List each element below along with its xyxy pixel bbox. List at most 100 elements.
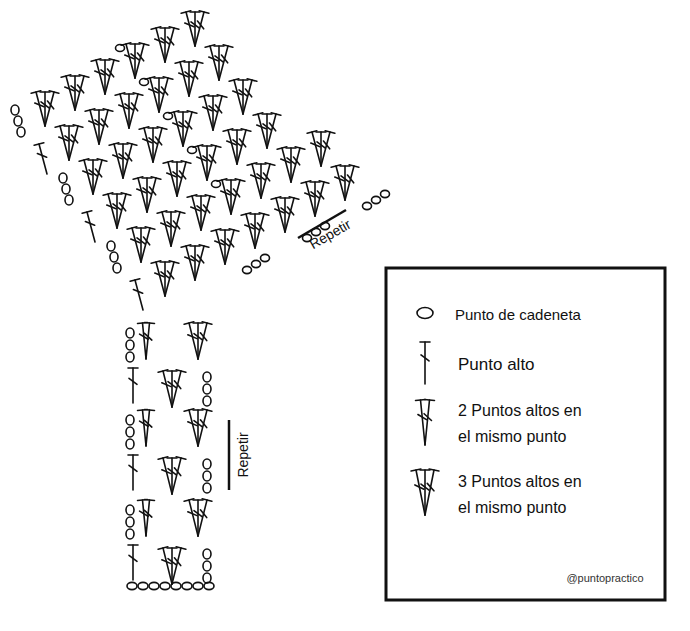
double-crochet-symbol (34, 143, 47, 174)
chain-stitch (107, 241, 115, 251)
double-crochet-symbol (184, 322, 198, 359)
chain-stitch (126, 439, 134, 449)
stitch-bar (289, 197, 299, 200)
double-crochet-symbol (151, 27, 165, 62)
shell-symbol (139, 127, 167, 162)
chain-stitch (127, 582, 137, 589)
shell-symbol (271, 197, 299, 232)
double-crochet-symbol (238, 80, 248, 114)
double-crochet-symbol (105, 59, 119, 94)
shell-symbol (158, 457, 186, 494)
double-crochet-symbol (331, 165, 345, 200)
stitch-bar (190, 245, 200, 247)
stitch-stem (135, 44, 144, 78)
stitch-stem (36, 92, 45, 126)
stitch-slash (287, 158, 295, 164)
stitch-slash (200, 333, 206, 341)
stitch-stem (192, 196, 201, 230)
stitch-stem (146, 323, 150, 359)
stitch-stem (189, 323, 198, 359)
stitch-slash (269, 123, 275, 131)
legend-symbols (411, 308, 439, 516)
stitch-bar (349, 165, 359, 168)
stitch-slash (133, 290, 142, 294)
double-crochet-symbol (93, 159, 107, 194)
stitch-stem (171, 212, 180, 246)
stitch-stem (90, 110, 99, 144)
double-crochet-symbol (158, 457, 172, 494)
stitch-bar (172, 161, 182, 163)
shell-symbol (157, 211, 185, 246)
stitch-slash (245, 89, 251, 97)
stitch-bar (193, 409, 203, 411)
chain-stitch (203, 561, 211, 571)
double-crochet-symbol (109, 143, 123, 178)
stitch-stem (201, 196, 210, 230)
stitch-bar (265, 163, 275, 166)
double-crochet-symbol (64, 126, 74, 160)
stitch-slash (144, 510, 151, 517)
stitch-stem (189, 410, 198, 446)
double-crochet-symbol (207, 145, 221, 180)
double-crochet-symbol (172, 370, 186, 407)
stitch-bar (259, 213, 269, 216)
shell-symbol (184, 499, 212, 536)
stitch-bar (145, 499, 155, 502)
stitch-slash (168, 382, 176, 388)
double-crochet-symbol (172, 457, 186, 494)
stitch-bar (295, 147, 305, 150)
double-crochet-symbol (201, 195, 215, 230)
chain-stitch (252, 260, 261, 267)
stitch-bar (128, 367, 138, 369)
stitch-stem (180, 62, 189, 96)
stitch-bar (167, 457, 177, 459)
chain-stitch (164, 113, 173, 120)
stitch-slash (233, 140, 241, 146)
repeat-label: Repetir (235, 432, 251, 477)
stitch-slash (424, 414, 431, 421)
chain-stitch (126, 517, 134, 527)
shell-symbol (158, 547, 186, 584)
double-crochet-symbol (420, 470, 430, 515)
stitch-stem (143, 323, 147, 359)
chain-stitch (126, 352, 134, 362)
shell-symbol (199, 95, 227, 130)
double-crochet-symbol (169, 111, 183, 146)
double-crochet-symbol (202, 146, 212, 180)
stitch-stem (204, 96, 213, 130)
stitch-slash (174, 468, 180, 476)
legend-box (386, 268, 665, 600)
double-crochet-symbol (171, 211, 185, 246)
double-crochet-symbol (144, 323, 154, 359)
stitch-stem (60, 126, 69, 160)
double-crochet-symbol (321, 131, 335, 166)
double-crochet-symbol (315, 181, 329, 216)
chain-stitch (110, 252, 118, 262)
stitch-bar (193, 61, 203, 64)
stitch-stem (150, 78, 159, 112)
stitch-stem (162, 212, 171, 246)
shell-symbol (301, 181, 329, 216)
stitch-bar (103, 109, 113, 112)
double-crochet-symbol (141, 227, 155, 262)
stitch-slash (71, 135, 77, 143)
double-crochet-symbol (213, 95, 227, 130)
stitch-bar (133, 93, 143, 96)
stitch-stem (231, 180, 240, 214)
shell-symbol (223, 129, 251, 164)
stitch-stem (172, 458, 181, 494)
double-crochet-symbol (181, 11, 195, 46)
stitch-bar (136, 227, 146, 229)
double-crochet-symbol (193, 500, 203, 536)
stitch-bar (199, 11, 209, 14)
double-crochet-symbol (112, 194, 122, 228)
stitch-slash (173, 172, 181, 178)
double-crochet-symbol (205, 45, 219, 80)
double-crochet-symbol (79, 159, 93, 194)
stitch-stem (416, 470, 425, 515)
chain-stitch (126, 505, 134, 515)
stitch-stem (216, 230, 225, 264)
stitch-slash (233, 189, 239, 197)
stitch-bar (340, 165, 350, 167)
shell-symbol (151, 261, 179, 296)
